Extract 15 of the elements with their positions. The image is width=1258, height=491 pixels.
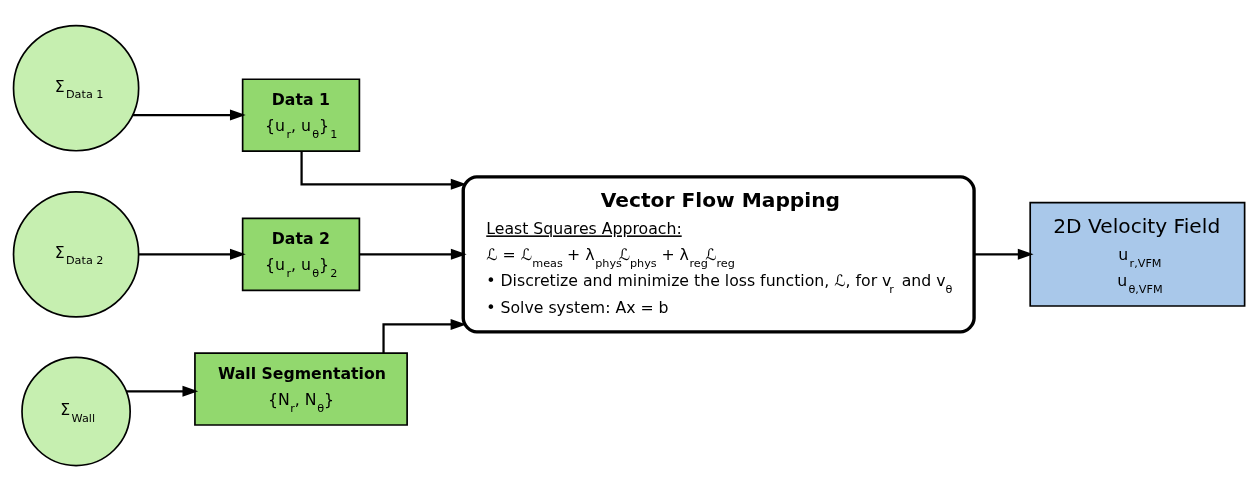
node-box: Wall Segmentation {N$_{r}$, N$_{θ}$} [194, 352, 408, 426]
node-circle: Σ$_{Data 1}$ [12, 24, 140, 152]
arrow [126, 385, 199, 397]
arrow [300, 151, 467, 190]
arrow [132, 109, 246, 121]
node-box: 2D Velocity Field u$_{r,VFM}$ u$_{θ,VFM}$ [1029, 201, 1246, 307]
node-box: Data 2 {u$_{r}$, u$_{θ}$}$_{2}$ [241, 217, 361, 292]
node-circle: Σ$_{Data 2}$ [12, 190, 140, 318]
arrow [382, 318, 467, 353]
node-box: Data 1 {u$_{r}$, u$_{θ}$}$_{1}$ [241, 78, 361, 152]
arrow [359, 248, 467, 260]
arrow [974, 248, 1034, 260]
arrow [139, 248, 246, 260]
node-circle: Σ$_{Wall}$ [21, 356, 131, 467]
node-box: Vector Flow Mapping Least Squares Approach: ℒ = ℒ$_{meas}$ + λ$_{phys}$ℒ$_{phys}$ + λ$_{reg}$ℒ$_{reg}$ • Discretize and minimize the loss function, ℒ, for v$_{r}$ and v$_{θ}$ • Solve system: Ax = b [461, 175, 976, 334]
